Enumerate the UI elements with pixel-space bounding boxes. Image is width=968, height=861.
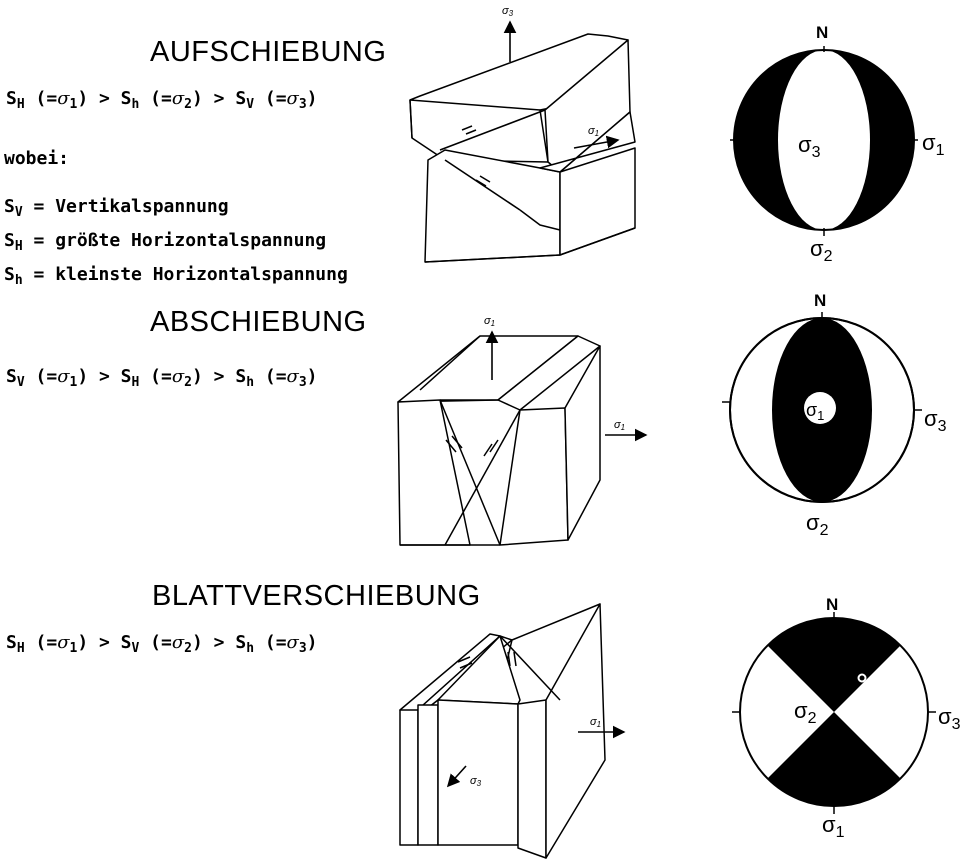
block-diagram-abschiebung bbox=[397, 335, 601, 546]
sigma1-label-vertical-2: σ1 bbox=[484, 315, 495, 328]
legend-intro: wobei: bbox=[4, 148, 70, 169]
relation-blattverschiebung: SH (=σ1) > SV (=σ2) > Sh (=σ3) bbox=[6, 632, 318, 656]
relation-abschiebung: SV (=σ1) > SH (=σ2) > Sh (=σ3) bbox=[6, 366, 318, 390]
stereonet-aufschiebung bbox=[730, 46, 918, 236]
legend-item-sh-max: SH = größte Horizontalspannung bbox=[4, 230, 327, 254]
stereonet-3-east: σ3 bbox=[938, 704, 961, 733]
sigma1-arrow-horizontal-1 bbox=[573, 135, 620, 149]
stereonet-2-east: σ3 bbox=[924, 406, 947, 435]
stereonet-1-south: σ2 bbox=[810, 236, 833, 265]
legend-item-sv: SV = Vertikalspannung bbox=[4, 196, 229, 220]
stereonet-2-north: N bbox=[814, 291, 826, 310]
title-abschiebung: ABSCHIEBUNG bbox=[150, 306, 367, 338]
title-aufschiebung: AUFSCHIEBUNG bbox=[150, 36, 387, 68]
sigma1-label-vertical-1: σ3 bbox=[502, 5, 514, 18]
relation-aufschiebung: SH (=σ1) > Sh (=σ2) > SV (=σ3) bbox=[6, 88, 318, 112]
stereonet-3-north: N bbox=[826, 595, 838, 614]
stereonet-3-south: σ1 bbox=[822, 812, 845, 841]
title-blattverschiebung: BLATTVERSCHIEBUNG bbox=[152, 580, 481, 612]
sigma-label-horizontal-2: σ1 bbox=[614, 419, 625, 432]
sigma1-label-horizontal-1: σ1 bbox=[588, 125, 599, 138]
stereonet-1-center: σ3 bbox=[798, 132, 821, 161]
stereonet-3-center: σ2 bbox=[794, 698, 817, 727]
stereonet-2-south: σ2 bbox=[806, 510, 829, 539]
block-diagram-blattverschiebung bbox=[399, 603, 606, 859]
stereonet-1-north: N bbox=[816, 23, 828, 42]
legend-item-sh-min: Sh = kleinste Horizontalspannung bbox=[4, 264, 348, 288]
stereonet-abschiebung bbox=[722, 312, 922, 503]
sigma-label-horizontal-3: σ1 bbox=[590, 716, 601, 729]
sigma3-label-oblique-3: σ3 bbox=[470, 775, 482, 788]
stereonet-blattverschiebung bbox=[732, 612, 936, 814]
stereonet-2-center: σ1 bbox=[806, 400, 824, 423]
sigma3-arrow-oblique-3 bbox=[446, 765, 467, 788]
stereonet-1-east: σ1 bbox=[922, 130, 945, 159]
block-diagram-aufschiebung bbox=[409, 33, 636, 263]
